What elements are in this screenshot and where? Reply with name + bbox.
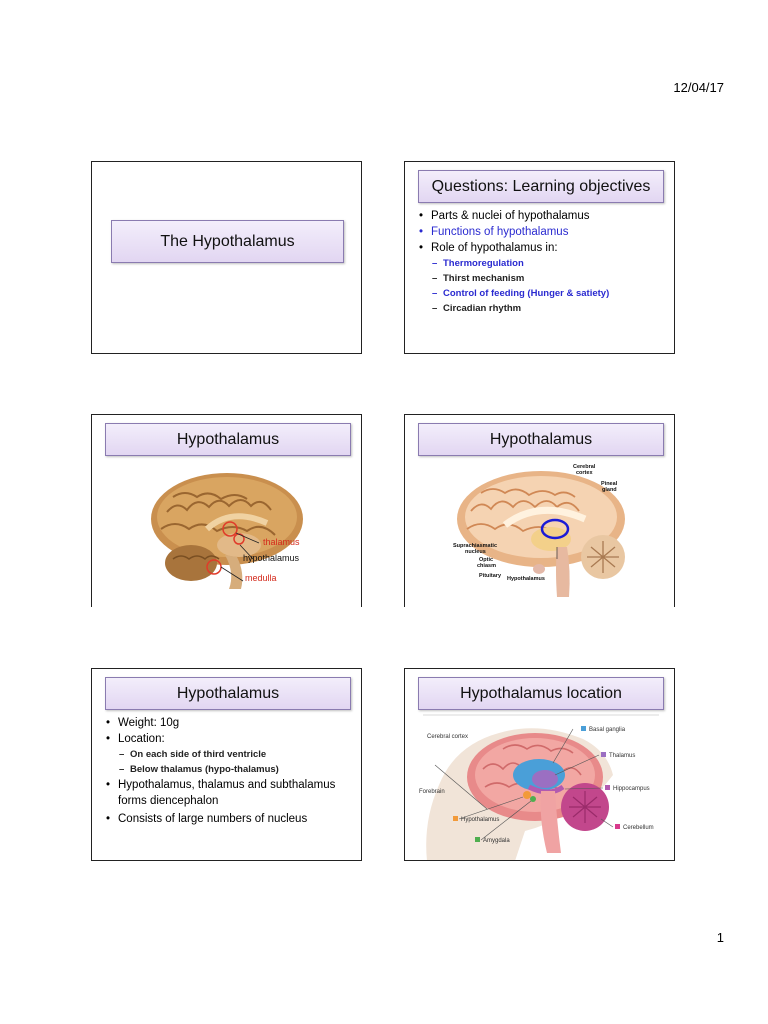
slide-title: Hypothalamus [105, 677, 351, 710]
slide-hypothalamus-facts: Hypothalamus Weight: 10g Location: On ea… [91, 668, 362, 861]
medulla-label: medulla [245, 573, 277, 583]
optic-chiasm-label: chiasm [477, 563, 496, 569]
list-item: Role of hypothalamus in: Thermoregulatio… [419, 240, 609, 316]
slide-hypothalamus-location: Hypothalamus location Cerebral cortex Ba… [404, 668, 675, 861]
sub-list-item: Circadian rhythm [431, 301, 609, 316]
sub-list: On each side of third ventricle Below th… [118, 747, 354, 777]
hypothalamus-label: hypothalamus [243, 553, 300, 563]
facts-list: Weight: 10g Location: On each side of th… [106, 715, 354, 827]
sub-list-item: Below thalamus (hypo-thalamus) [118, 762, 354, 777]
list-item-text: Role of hypothalamus in: [431, 242, 558, 254]
cerebral-cortex-label: Cerebral cortex [427, 734, 468, 740]
slide-hypothalamus-diagram: Hypothalamus Cerebral cortex Pineal glan… [404, 414, 675, 607]
sub-list-item: Control of feeding (Hunger & satiety) [431, 286, 609, 301]
thalamus-label: Thalamus [609, 753, 635, 759]
basal-ganglia-label: Basal ganglia [589, 727, 626, 733]
amygdala-label: Amygdala [483, 838, 510, 844]
suprachiasmatic-label: Suprachiasmatic [453, 543, 497, 549]
slide-title-card: The Hypothalamus [91, 161, 362, 354]
slide-hypothalamus-photo: Hypothalamus thalamus hypothalamus medul… [91, 414, 362, 607]
objectives-list: Parts & nuclei of hypothalamus Functions… [419, 208, 609, 316]
cerebral-cortex-label: Cerebral [573, 464, 596, 470]
page-number: 1 [716, 930, 724, 945]
suprachiasmatic-label: nucleus [465, 549, 486, 555]
brain-location-figure: Cerebral cortex Basal ganglia Thalamus H… [419, 714, 659, 860]
list-item: Functions of hypothalamus [419, 224, 609, 240]
slide-title: The Hypothalamus [111, 220, 344, 263]
hypothalamus-label: Hypothalamus [507, 576, 545, 582]
brain-photo-figure: thalamus hypothalamus medulla [151, 473, 303, 589]
list-item: Location: On each side of third ventricl… [106, 731, 354, 777]
hypothalamus-label: Hypothalamus [461, 817, 499, 823]
page-date: 12/04/17 [673, 80, 724, 95]
slide-title: Questions: Learning objectives [418, 170, 664, 203]
list-item: Consists of large numbers of nucleus [106, 811, 354, 827]
sub-list-item: Thermoregulation [431, 256, 609, 271]
slide-title: Hypothalamus location [418, 677, 664, 710]
slide-title: Hypothalamus [418, 423, 664, 456]
list-item: Hypothalamus, thalamus and subthalamus f… [106, 777, 354, 809]
sub-list: Thermoregulation Thirst mechanism Contro… [431, 256, 609, 316]
list-item-text: Location: [118, 733, 165, 745]
pituitary-label: Pituitary [479, 573, 502, 579]
brain-diagram-figure: Cerebral cortex Pineal gland Suprachiasm… [453, 464, 625, 597]
pineal-gland-label: Pineal [601, 481, 618, 487]
cerebellum-label: Cerebellum [623, 825, 654, 831]
list-item: Parts & nuclei of hypothalamus [419, 208, 609, 224]
thalamus-label: thalamus [263, 537, 300, 547]
sub-list-item: On each side of third ventricle [118, 747, 354, 762]
pineal-gland-label: gland [602, 487, 617, 493]
list-item: Weight: 10g [106, 715, 354, 731]
cerebral-cortex-label: cortex [576, 470, 593, 476]
slide-title: Hypothalamus [105, 423, 351, 456]
slide-learning-objectives: Questions: Learning objectives Parts & n… [404, 161, 675, 354]
optic-chiasm-label: Optic [479, 557, 493, 563]
forebrain-label: Forebrain [419, 789, 445, 795]
sub-list-item: Thirst mechanism [431, 271, 609, 286]
hippocampus-label: Hippocampus [613, 786, 650, 792]
